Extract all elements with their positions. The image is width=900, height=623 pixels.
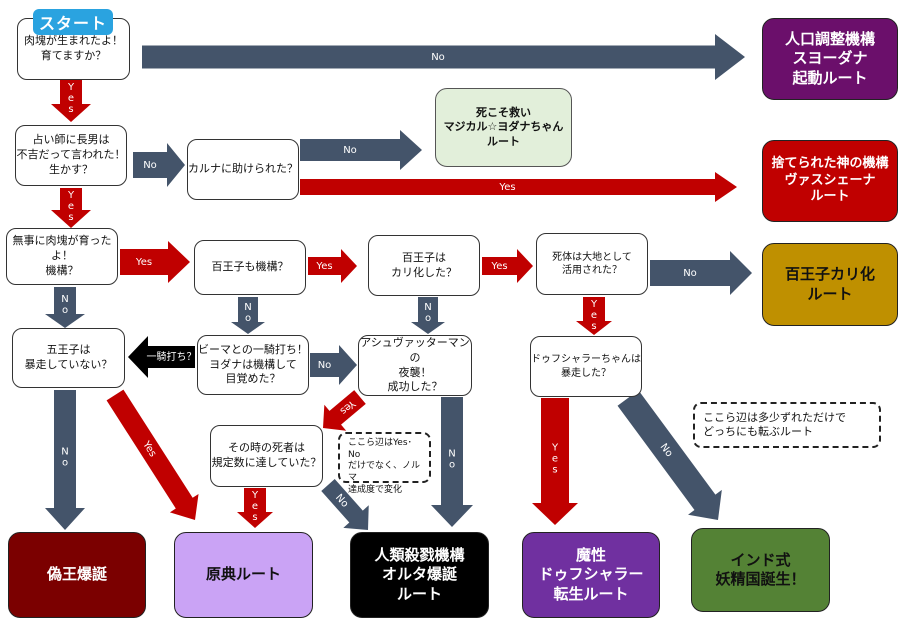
question-karna: カルナに助けられた？ xyxy=(187,139,299,200)
ending-alter: 人類殺戮機構 オルタ爆誕 ルート xyxy=(350,532,489,618)
note-quota: ここら辺はYes･No だけでなく、ノルマ 達成度で変化 xyxy=(338,432,431,495)
arrow-yes5 xyxy=(482,249,533,283)
arrow-yes3 xyxy=(120,241,190,283)
arrow-ikki xyxy=(128,336,195,378)
arrow-no-top xyxy=(142,34,745,80)
ending-magical-yodana: 死こそ救い マジカル☆ヨダナちゃん ルート xyxy=(435,88,572,167)
arrow-no6 xyxy=(411,297,445,334)
question-text: 死体は大地として 活用された？ xyxy=(552,251,632,277)
arrow-yes6 xyxy=(576,297,612,335)
question-hundred-princes: 百王子も機構？ xyxy=(194,240,306,295)
ending-kali: 百王子カリ化 ルート xyxy=(762,243,898,326)
question-text: アシュヴァッターマンの 夜襲！ 成功した？ xyxy=(360,335,470,394)
arrow-no-ash xyxy=(431,397,473,527)
question-kali: 百王子は カリ化した？ xyxy=(368,235,480,296)
arrow-no5 xyxy=(650,251,752,295)
question-deaths: その時の死者は 規定数に達していた？ xyxy=(210,425,323,487)
arrow-no8 xyxy=(321,479,369,530)
ending-population-control: 人口調整機構 スヨーダナ 起動ルート xyxy=(762,18,898,100)
question-text: 無事に肉塊が育ったよ！ 機構？ xyxy=(12,234,112,277)
question-eldest: 占い師に長男は 不吉だって言われた！ 生かす？ xyxy=(15,125,127,186)
ending-false-king: 偽王爆誕 xyxy=(8,532,146,618)
question-grown: 無事に肉塊が育ったよ！ 機構？ xyxy=(6,228,118,285)
arrow-yes8 xyxy=(237,488,273,528)
question-ashwatthama: アシュヴァッターマンの 夜襲！ 成功した？ xyxy=(358,335,472,396)
ending-duhsala: 魔性 ドゥフシャラー 転生ルート xyxy=(522,532,660,618)
arrow-no4 xyxy=(231,297,265,334)
arrow-label: Yes xyxy=(315,261,332,272)
start-badge: スタート xyxy=(33,9,114,35)
arrow-label: 一騎打ち？ xyxy=(147,350,197,363)
question-text: 占い師に長男は 不吉だって言われた！ 生かす？ xyxy=(16,133,126,176)
arrow-label: Yes xyxy=(490,261,507,272)
question-text: 百王子は カリ化した？ xyxy=(391,250,457,279)
arrow-yes2 xyxy=(51,188,91,228)
question-text: カルナに助けられた？ xyxy=(188,162,298,176)
arrow-no2 xyxy=(133,143,185,187)
arrow-no-karna xyxy=(300,130,422,170)
arrow-label: No xyxy=(431,52,445,63)
question-text: その時の死者は 規定数に達していた？ xyxy=(211,441,322,469)
arrow-no-duf xyxy=(617,390,722,520)
question-corpse: 死体は大地として 活用された？ xyxy=(536,233,648,295)
note-either-route: ここら辺は多少ずれただけで どっちにも転ぶルート xyxy=(693,402,881,448)
ending-fairy-kingdom: インド式 妖精国誕生！ xyxy=(691,528,830,612)
ending-original: 原典ルート xyxy=(174,532,313,618)
ending-vasusena: 捨てられた神の機構 ヴァスシェーナ ルート xyxy=(762,140,898,222)
question-text: 肉塊が生まれたよ！ 育てますか？ xyxy=(24,34,123,62)
arrow-yes-karna xyxy=(300,172,737,202)
arrow-label: No xyxy=(343,145,357,156)
arrow-label: Yes xyxy=(135,257,152,268)
question-text: ビーマとの一騎打ち！ ヨダナは機構して 目覚めた？ xyxy=(198,342,308,386)
arrow-no7 xyxy=(310,345,357,385)
arrow-no3 xyxy=(45,287,85,328)
question-text: ドゥフシャラーちゃんは 暴走した？ xyxy=(531,354,641,379)
arrow-yes-five xyxy=(106,389,199,520)
question-text: 百王子も機構？ xyxy=(211,260,289,274)
arrow-yes7 xyxy=(323,390,366,431)
arrow-no-five xyxy=(45,390,85,530)
arrow-yes4 xyxy=(308,249,357,283)
arrow-yes1 xyxy=(51,80,91,122)
arrow-label: Yes xyxy=(498,182,515,193)
question-pandavas: 五王子は 暴走していない？ xyxy=(12,328,125,388)
arrow-label: No xyxy=(318,360,332,371)
arrow-label: No xyxy=(143,160,157,171)
arrow-label: No xyxy=(683,268,697,279)
question-duhsala: ドゥフシャラーちゃんは 暴走した？ xyxy=(530,336,642,397)
arrow-yes-duf xyxy=(532,398,578,525)
question-text: 五王子は 暴走していない？ xyxy=(24,343,113,371)
question-bhima: ビーマとの一騎打ち！ ヨダナは機構して 目覚めた？ xyxy=(197,335,309,395)
